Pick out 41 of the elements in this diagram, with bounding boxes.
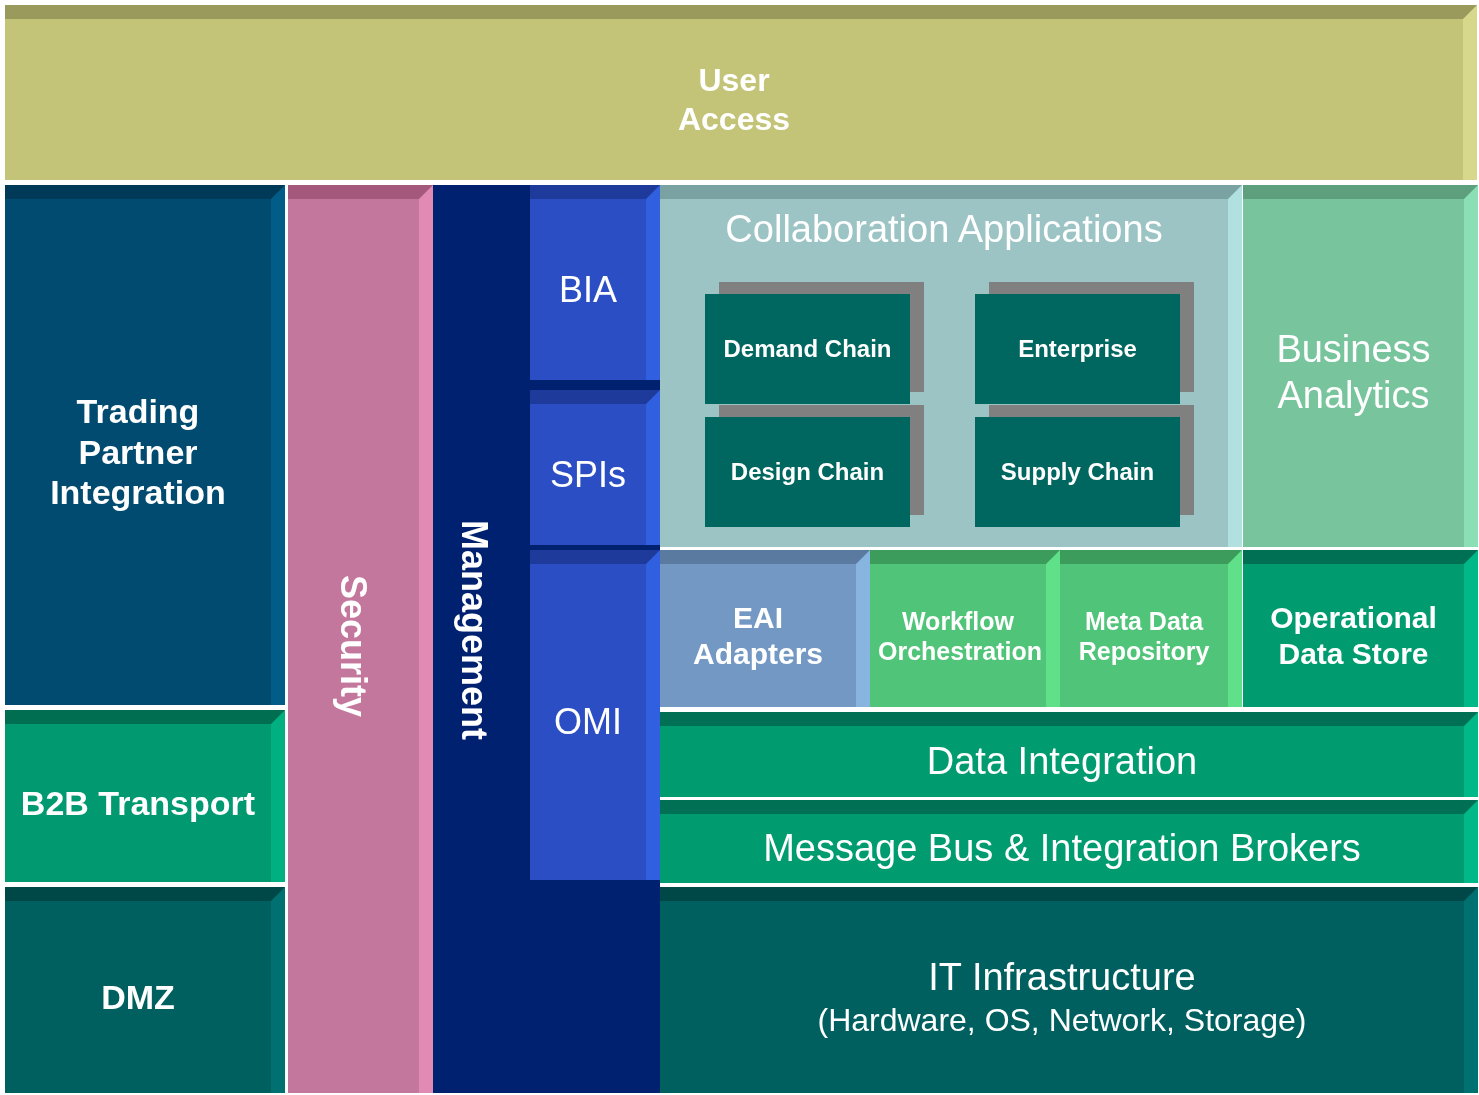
layer-block: [660, 800, 1478, 883]
block-label: Demand Chain: [723, 334, 892, 364]
block-label: Operational Data Store: [1269, 599, 1438, 672]
layer-block: [530, 390, 660, 545]
layer-block: [1060, 550, 1242, 707]
block-label: OMI: [553, 700, 623, 744]
block-label: (Hardware, OS, Network, Storage): [817, 1000, 1307, 1039]
block-label: IT Infrastructure: [928, 955, 1196, 1000]
layer-block: [530, 185, 660, 380]
block-label: SPIs: [549, 452, 627, 497]
layer-block: [5, 887, 285, 1093]
block-label: Workflow Orchestration: [877, 605, 1043, 666]
block-label: Security: [332, 574, 376, 718]
block-label: Management: [453, 520, 497, 741]
block-label: EAI Adapters: [691, 599, 824, 672]
layer-block: [530, 550, 660, 880]
layer-block: [5, 185, 285, 705]
layer-block: [1243, 550, 1478, 707]
layer-block: [5, 5, 1477, 180]
block-label: DMZ: [100, 976, 176, 1018]
block-label: Enterprise: [1018, 334, 1137, 364]
block-label: Trading Partner Integration: [49, 390, 227, 514]
block-label: Message Bus & Integration Brokers: [763, 825, 1361, 871]
layer-block: [660, 887, 1478, 1093]
block-label: Supply Chain: [1000, 457, 1155, 487]
layer-panel: [660, 185, 1242, 547]
block-label: Data Integration: [926, 738, 1198, 784]
layer-block: [5, 710, 285, 882]
layer-block: [660, 550, 870, 707]
layer-block: [288, 185, 433, 1093]
layer-block: [1243, 185, 1478, 547]
block-label: Business Analytics: [1275, 327, 1432, 418]
layer-block: [433, 185, 660, 1093]
panel-heading: Collaboration Applications: [725, 207, 1163, 252]
block-label: Design Chain: [730, 457, 885, 487]
block-label: B2B Transport: [19, 782, 257, 824]
block-label: User Access: [676, 61, 792, 138]
block-label: Meta Data Repository: [1077, 605, 1211, 666]
layer-block: [870, 550, 1060, 707]
block-label: BIA: [558, 267, 618, 312]
layer-block: [660, 712, 1478, 797]
